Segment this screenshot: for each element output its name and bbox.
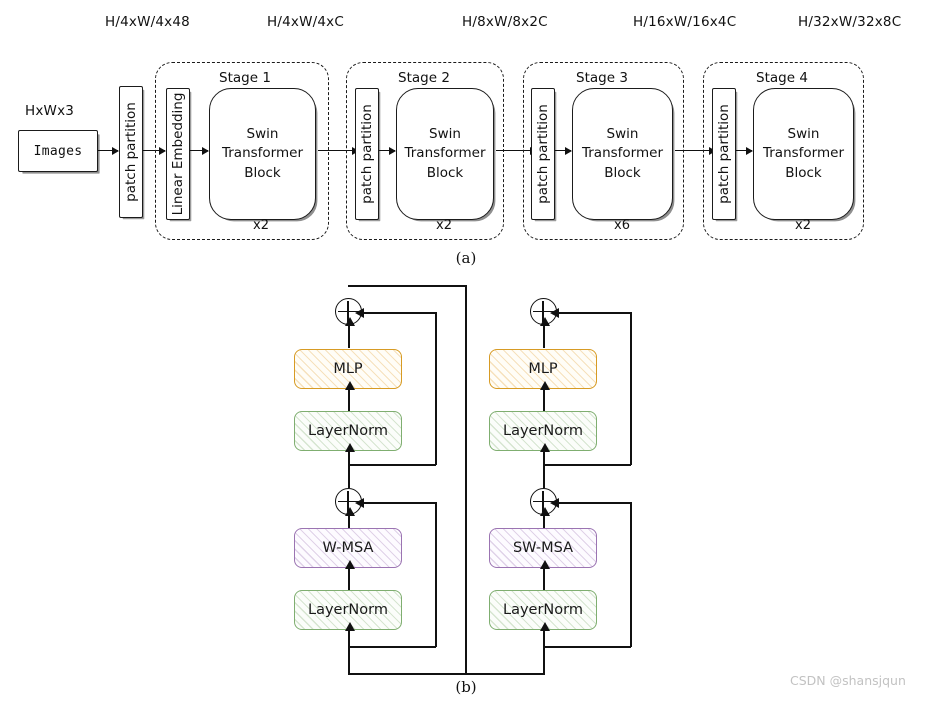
- layernorm-label-right-upper: LayerNorm: [503, 423, 583, 439]
- wire-left-outer-skip-bottom: [348, 673, 467, 675]
- stage-1-container: [155, 62, 329, 240]
- wire-right-mlp-skip-tap: [543, 464, 631, 466]
- panel-a-caption: (a): [455, 249, 477, 267]
- wire-left-attn-skip-horizontal: [355, 498, 435, 509]
- swin-line-2: Transformer: [221, 145, 303, 162]
- wire-left-attn-skip-tap: [348, 646, 436, 648]
- swin-line-3: Block: [604, 164, 641, 181]
- panel-b-caption: (b): [455, 678, 477, 696]
- wmsa-box-left: W-MSA: [294, 528, 402, 568]
- layernorm-label-left-upper: LayerNorm: [308, 423, 388, 439]
- wire-left-outer-skip-top: [348, 285, 467, 287]
- arrow-patch-partition-1-to-block-2: [379, 146, 396, 155]
- wire-left-mid-adder-to-norm2: [344, 443, 355, 488]
- swin-transformer-block-3-label: Swin Transformer Block: [582, 125, 663, 184]
- patch-partition-3: patch partition: [712, 88, 736, 220]
- wire-right-input-stem: [539, 622, 550, 675]
- wmsa-label-left: W-MSA: [322, 540, 374, 556]
- stage-3-container: [523, 62, 684, 240]
- wire-right-swmsa-to-mid-adder: [539, 507, 550, 528]
- swin-line-3: Block: [244, 164, 281, 181]
- layernorm-label-right-lower: LayerNorm: [503, 602, 583, 618]
- images-input-label: Images: [33, 143, 83, 159]
- wire-left-norm2-to-mlp: [344, 381, 355, 411]
- swin-line-2: Transformer: [762, 145, 844, 162]
- swin-line-1: Swin: [429, 125, 461, 142]
- wire-left-wmsa-to-mid-adder: [344, 507, 355, 528]
- wire-left-mlp-skip-horizontal: [355, 308, 435, 319]
- swin-line-1: Swin: [606, 125, 639, 142]
- swin-transformer-block-4-label: Swin Transformer Block: [763, 125, 844, 184]
- swin-transformer-block-2: Swin Transformer Block: [396, 88, 494, 220]
- swin-transformer-block-1-label: Swin Transformer Block: [222, 125, 303, 184]
- stage-2-title: Stage 2: [398, 70, 450, 86]
- wire-right-mid-adder-to-norm2: [539, 443, 550, 488]
- swin-transformer-block-3: Swin Transformer Block: [572, 88, 673, 220]
- wire-left-mlp-to-top-adder: [344, 317, 355, 348]
- stage-3-multiplier: x6: [614, 218, 630, 233]
- wire-right-attn-skip-horizontal: [550, 498, 630, 509]
- swin-transformer-block-4: Swin Transformer Block: [753, 88, 854, 220]
- stage-4-title: Stage 4: [756, 70, 808, 86]
- arrow-patch-partition-to-stage-1: [143, 146, 166, 155]
- arrow-patch-partition-2-to-block-3: [555, 146, 572, 155]
- dimension-label-1: H/4xW/4xC: [267, 14, 344, 30]
- stage-2-container: [346, 62, 504, 240]
- swin-line-3: Block: [785, 164, 822, 181]
- panel-a: H/4xW/4x48 H/4xW/4xC H/8xW/8x2C H/16xW/1…: [0, 0, 932, 270]
- wire-right-norm2-to-mlp: [539, 381, 550, 411]
- watermark: CSDN @shansjqun: [790, 673, 906, 688]
- wire-right-mlp-skip-horizontal: [550, 308, 630, 319]
- stage-3-title: Stage 3: [576, 70, 628, 86]
- wire-left-mlp-skip-tap: [348, 464, 436, 466]
- wire-interblock-bottom: [465, 673, 545, 675]
- swin-line-3: Block: [426, 164, 464, 181]
- linear-embedding-box: Linear Embedding: [166, 88, 190, 220]
- images-input-box: Images: [18, 130, 98, 172]
- swin-transformer-block-1: Swin Transformer Block: [209, 88, 316, 220]
- arrow-images-to-patch-partition: [98, 146, 119, 155]
- patch-partition-2: patch partition: [531, 88, 555, 220]
- patch-partition-0: patch partition: [119, 86, 143, 218]
- swin-line-2: Transformer: [581, 145, 663, 162]
- wire-left-attn-skip-vertical: [435, 501, 437, 647]
- wire-left-norm1-to-wmsa: [344, 560, 355, 590]
- wire-left-outer-skip-vertical: [465, 285, 467, 675]
- swin-line-1: Swin: [246, 125, 279, 142]
- layernorm-label-left-lower: LayerNorm: [308, 602, 388, 618]
- patch-partition-1: patch partition: [355, 88, 379, 220]
- wire-right-mlp-to-top-adder: [539, 317, 550, 348]
- swin-line-2: Transformer: [404, 145, 486, 162]
- swmsa-label-right: SW-MSA: [512, 540, 574, 556]
- dimension-label-0: H/4xW/4x48: [105, 14, 190, 30]
- dimension-label-2: H/8xW/8x2C: [462, 14, 548, 30]
- stage-4-container: [703, 62, 864, 240]
- wire-right-attn-skip-vertical: [630, 501, 632, 647]
- wire-left-mlp-skip-vertical: [435, 311, 437, 465]
- mlp-label-right: MLP: [528, 361, 558, 377]
- mlp-label-left: MLP: [333, 361, 363, 377]
- dimension-label-3: H/16xW/16x4C: [633, 14, 737, 30]
- swin-line-1: Swin: [787, 125, 820, 142]
- arrow-linear-embedding-to-block-1: [190, 146, 209, 155]
- wire-right-norm1-to-swmsa: [539, 560, 550, 590]
- stage-2-multiplier: x2: [436, 218, 452, 233]
- wire-left-input-stem: [344, 622, 355, 675]
- arrow-patch-partition-3-to-block-4: [736, 146, 753, 155]
- dimension-label-4: H/32xW/32x8C: [798, 14, 902, 30]
- stage-1-title: Stage 1: [219, 70, 271, 86]
- input-dimension-label: HxWx3: [25, 103, 75, 119]
- wire-right-attn-skip-tap: [543, 646, 631, 648]
- stage-4-multiplier: x2: [795, 218, 811, 233]
- swin-transformer-block-2-label: Swin Transformer Block: [404, 125, 485, 184]
- wire-right-mlp-skip-vertical: [630, 311, 632, 465]
- stage-1-multiplier: x2: [253, 218, 269, 233]
